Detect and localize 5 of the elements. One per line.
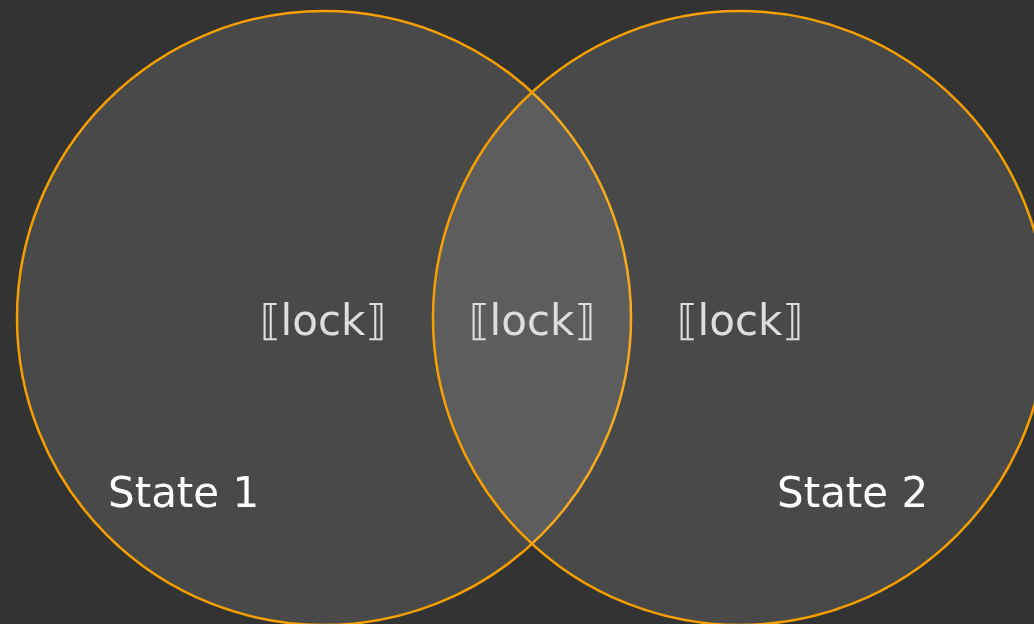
set-label: State 1 (108, 468, 260, 517)
region-label: ⟦lock⟧ (259, 295, 387, 345)
set-label: State 2 (777, 468, 929, 517)
region-label: ⟦lock⟧ (468, 295, 596, 345)
region-label: ⟦lock⟧ (676, 295, 804, 345)
